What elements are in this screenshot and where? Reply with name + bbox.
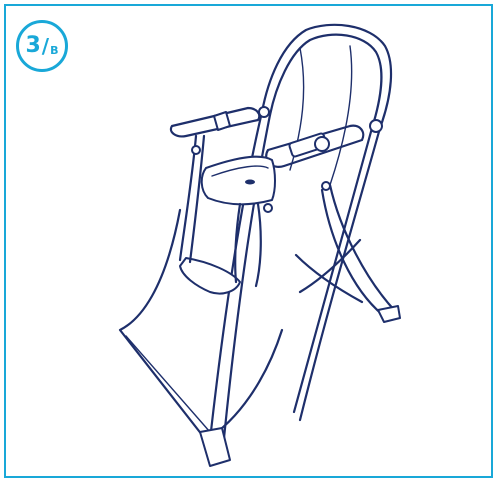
tray-release-button — [245, 179, 255, 185]
armrest-left-knob — [213, 111, 231, 131]
step-number: 3 — [25, 33, 41, 58]
rear-leg-right-inner — [292, 126, 374, 414]
hinge-bolt-left — [191, 145, 201, 155]
footrest-sheet — [118, 208, 284, 442]
tray-support-2 — [254, 202, 262, 288]
rear-leg-left-inner — [222, 113, 272, 440]
seat-pad — [179, 257, 241, 295]
front-foot — [377, 305, 401, 323]
tray — [200, 155, 276, 206]
front-leg-b — [320, 188, 386, 318]
side-strut-left-2 — [188, 134, 206, 264]
tray-support — [234, 202, 242, 284]
backrest-frame-inner — [268, 33, 383, 130]
cross-brace-2 — [298, 238, 362, 294]
hinge-bolt-right — [321, 181, 331, 191]
tray-rim — [211, 165, 269, 177]
backrest-fabric — [289, 45, 353, 186]
floor-foot — [199, 427, 231, 467]
step-slash: / — [41, 34, 50, 58]
cross-brace — [294, 253, 364, 304]
hinge-bolt-top-right — [369, 119, 383, 133]
backrest-frame — [260, 23, 393, 130]
armrest-right-knob — [314, 136, 330, 152]
footrest-sheet-inner — [125, 335, 211, 433]
armrest-left — [169, 106, 261, 138]
step-sub: B — [50, 43, 59, 57]
hinge-bolt-top-left — [258, 106, 270, 118]
hinge-bolt-mid — [263, 203, 273, 213]
step-badge: 3 / B — [16, 20, 68, 72]
front-leg-a — [328, 183, 398, 314]
